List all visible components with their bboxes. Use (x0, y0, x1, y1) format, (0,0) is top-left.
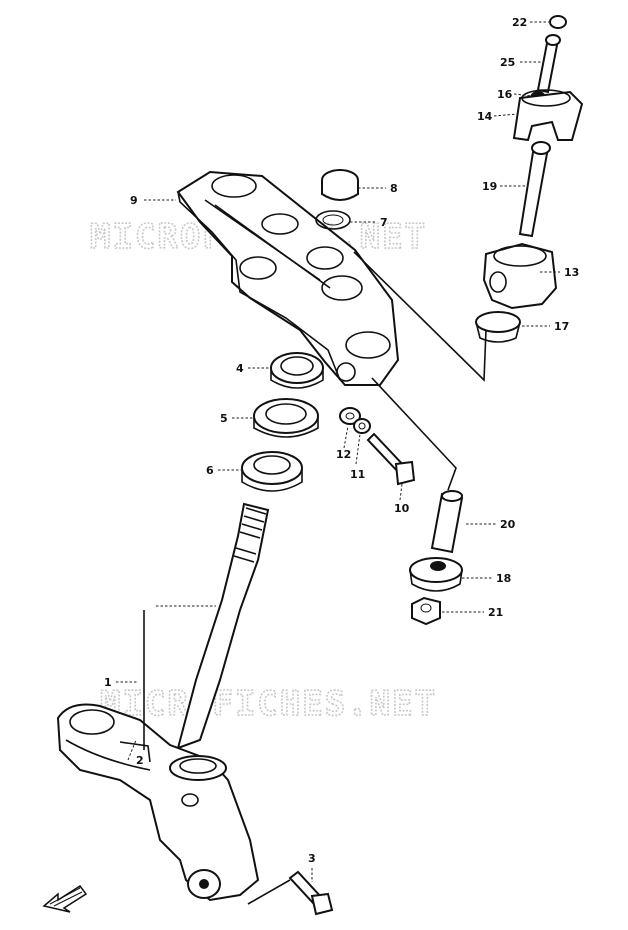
part-11-washer (353, 418, 371, 434)
callout-4: 4 (236, 362, 244, 375)
assembly-line-3 (247, 879, 291, 905)
part-20-collar (430, 490, 464, 554)
part-3-bolt (288, 870, 334, 916)
callout-14: 14 (477, 110, 493, 123)
part-17-cushion (475, 311, 521, 343)
assembly-line-20 (371, 377, 457, 491)
callout-2: 2 (136, 754, 144, 767)
callout-21: 21 (488, 606, 503, 619)
leader-14 (493, 113, 519, 117)
callout-20: 20 (500, 518, 516, 531)
part-22-cap (549, 15, 567, 29)
callout-13: 13 (564, 266, 579, 279)
part-13-holder (482, 242, 558, 310)
upper-bracket (176, 170, 400, 386)
callout-25: 25 (500, 56, 515, 69)
callout-1: 1 (104, 676, 112, 689)
watermark-bottom: MICROFICHES.NET (100, 684, 437, 724)
callout-16: 16 (497, 88, 513, 101)
part-1-steering-stem (56, 502, 270, 902)
part-19-bolt (518, 141, 551, 238)
part-25-bolt (536, 34, 561, 94)
callout-6: 6 (206, 464, 214, 477)
callout-7: 7 (380, 216, 388, 229)
callout-5: 5 (220, 412, 228, 425)
callout-17: 17 (554, 320, 569, 333)
part-6-race (241, 451, 303, 492)
part-14-holder (512, 89, 584, 142)
front-direction-arrow-icon (42, 884, 88, 913)
callout-22: 22 (512, 16, 527, 29)
part-8-cap (321, 169, 359, 201)
leader-2 (127, 739, 137, 761)
leader-12 (343, 425, 349, 449)
callout-19: 19 (482, 180, 497, 193)
callout-10: 10 (394, 502, 410, 515)
callout-8: 8 (390, 182, 398, 195)
part-5-bearing (253, 398, 319, 438)
callout-11: 11 (350, 468, 365, 481)
assembly-line-17 (353, 251, 487, 382)
leader-11 (355, 433, 361, 465)
part-4-seal (270, 352, 324, 389)
callout-12: 12 (336, 448, 351, 461)
part-12-washer (339, 407, 361, 425)
part-18-cushion (409, 557, 463, 592)
part-21-nut (411, 596, 441, 626)
part-10-bolt (366, 432, 416, 486)
callout-3: 3 (308, 852, 316, 865)
leader-16 (513, 93, 533, 97)
part-7-washer (315, 210, 351, 230)
leader-10 (399, 483, 403, 501)
callout-9: 9 (130, 194, 138, 207)
callout-18: 18 (496, 572, 511, 585)
